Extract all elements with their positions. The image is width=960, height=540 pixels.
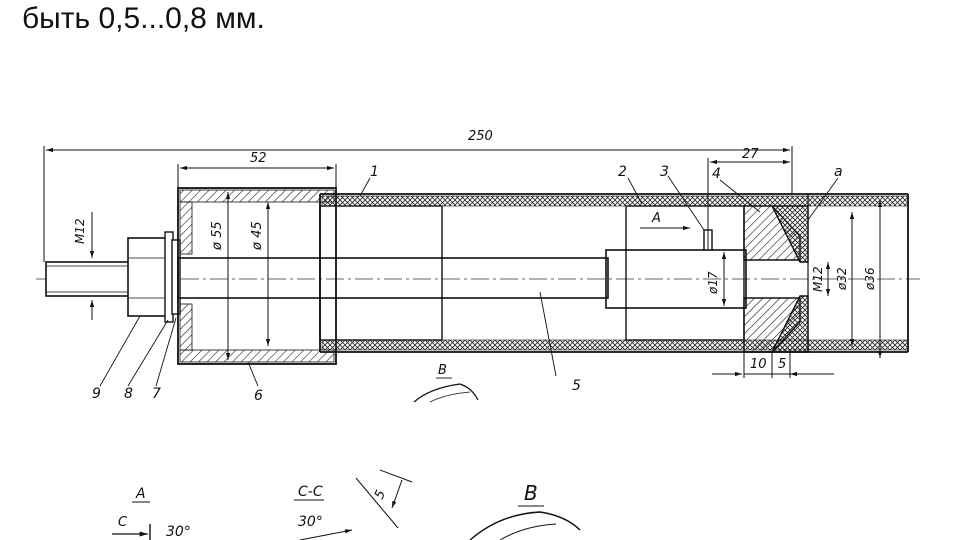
callout-a: a	[834, 164, 843, 180]
view-b-detail-sketch	[469, 511, 581, 540]
angle-30-a: 30°	[166, 524, 191, 540]
callout-9: 9	[92, 386, 101, 402]
dim-d55: ø 55	[210, 221, 225, 251]
dim-len5: 5	[778, 357, 786, 372]
callout-4: 4	[712, 166, 721, 182]
view-title-b: B	[524, 481, 538, 505]
dim-d17: ø17	[706, 271, 720, 295]
dim-d36: ø36	[863, 267, 877, 291]
rod-end	[45, 261, 131, 297]
washer-7	[171, 239, 181, 315]
shaft-5	[177, 257, 609, 299]
shaft-step	[605, 249, 747, 309]
dim-sleeve-length: 52	[250, 151, 267, 166]
dim-m12-left: M12	[73, 218, 87, 244]
dim-d32: ø32	[835, 267, 849, 291]
nut	[127, 237, 167, 317]
dim-overall: 250	[468, 129, 493, 144]
view-mark-a-arrow: A	[651, 211, 661, 226]
callout-3: 3	[660, 164, 669, 180]
caption-text: быть 0,5...0,8 мм.	[22, 2, 265, 35]
cutter-4	[743, 205, 809, 353]
callout-2: 2	[618, 164, 627, 180]
view-title-a: A	[135, 486, 146, 502]
view-b-partial-sketch	[413, 383, 479, 403]
view-mark-b-top: B	[438, 363, 447, 378]
callout-1: 1	[370, 164, 379, 180]
callout-8: 8	[124, 386, 133, 402]
angle-30-cc: 30°	[298, 514, 323, 530]
dim-len10: 10	[750, 357, 767, 372]
dim-m12-right: M12	[811, 266, 825, 292]
callout-6: 6	[254, 388, 263, 404]
view-title-cc: C-C	[298, 484, 323, 500]
liner	[319, 205, 745, 341]
section-mark-c: C	[118, 515, 128, 530]
dim-d45: ø 45	[250, 221, 265, 251]
callout-7: 7	[152, 386, 161, 402]
callout-5: 5	[572, 378, 581, 394]
sleeve-6	[177, 187, 337, 365]
dim-end-length: 27	[742, 147, 759, 162]
